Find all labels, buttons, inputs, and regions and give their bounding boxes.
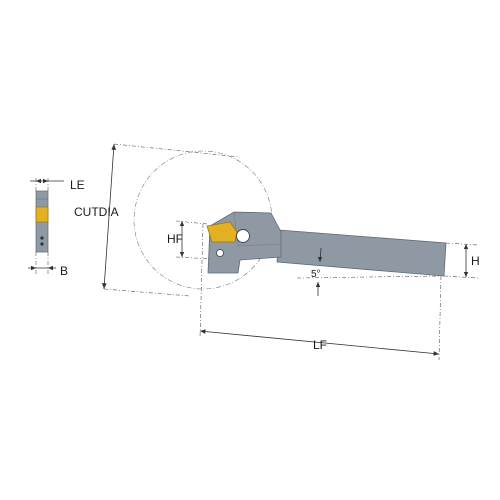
clamp-screw-icon: [236, 229, 250, 243]
angle-label: 5°: [311, 269, 321, 280]
main-view: CUTDIA HF H LF: [74, 143, 480, 361]
angle-reference-line: [296, 275, 442, 279]
tool-shank: [276, 229, 447, 277]
b-label: B: [60, 264, 68, 278]
h-label: H: [471, 254, 480, 268]
le-label: LE: [70, 178, 85, 192]
side-view-hole-icon: [40, 236, 44, 240]
hf-label: HF: [167, 232, 183, 246]
side-view-insert: [35, 206, 49, 223]
lf-label: LF: [313, 338, 327, 352]
lf-dimension-line: [199, 330, 440, 355]
cutdia-dimension-line: [103, 143, 115, 290]
cutting-insert: [206, 221, 238, 243]
side-view-hole-icon: [40, 242, 44, 246]
cutdia-label: CUTDIA: [74, 205, 119, 219]
side-view: LE B: [28, 176, 85, 278]
coolant-hole-icon: [216, 249, 224, 257]
